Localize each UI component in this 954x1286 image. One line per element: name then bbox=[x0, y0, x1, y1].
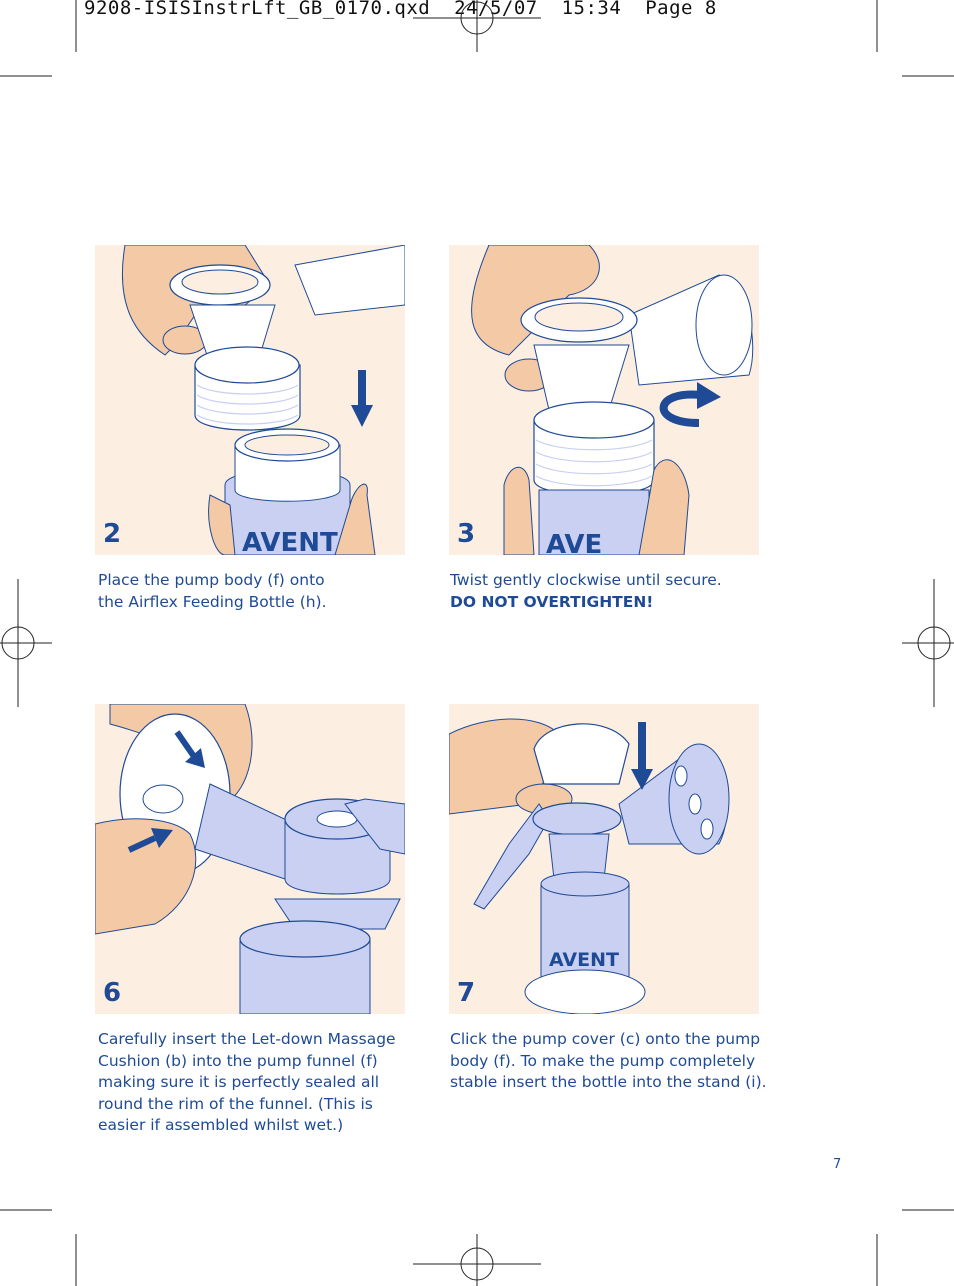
step-2-caption: Place the pump body (f) onto the Airflex… bbox=[98, 570, 418, 613]
printer-slug: 9208-ISISInstrLft_GB_0170.qxd 24/5/07 15… bbox=[84, 0, 717, 19]
warning-text: DO NOT OVERTIGHTEN! bbox=[450, 592, 654, 611]
avent-logo: AVE bbox=[546, 530, 602, 555]
caption-line: stable insert the bottle into the stand … bbox=[450, 1073, 767, 1091]
registration-mark-icon bbox=[413, 1234, 541, 1286]
step-7-caption: Click the pump cover (c) onto the pump b… bbox=[450, 1029, 770, 1094]
registration-mark-icon bbox=[902, 579, 954, 707]
step-number: 6 bbox=[103, 978, 122, 1008]
slug-file: 9208-ISISInstrLft_GB_0170.qxd bbox=[84, 0, 431, 19]
diagonal-arrow-icon bbox=[174, 730, 205, 768]
caption-line: Click the pump cover (c) onto the pump bbox=[450, 1030, 761, 1048]
caption-line: the Airflex Feeding Bottle (h). bbox=[98, 592, 327, 611]
step-7-illustration: AVENT 7 bbox=[449, 704, 759, 1014]
down-arrow-icon bbox=[351, 370, 373, 427]
step-number: 3 bbox=[457, 519, 476, 549]
registration-mark-icon bbox=[0, 579, 52, 707]
caption-line: easier if assembled whilst wet.) bbox=[98, 1116, 344, 1134]
diagonal-arrow-icon bbox=[127, 828, 173, 853]
caption-line: Cushion (b) into the pump funnel (f) bbox=[98, 1051, 378, 1070]
avent-logo: AVENT bbox=[549, 949, 619, 971]
caption-line: round the rim of the funnel. (This is bbox=[98, 1094, 373, 1113]
step-6-caption: Carefully insert the Let-down Massage Cu… bbox=[98, 1029, 418, 1137]
step-number: 7 bbox=[457, 978, 476, 1008]
caption-line: body (f). To make the pump completely bbox=[450, 1051, 756, 1070]
caption-line: Place the pump body (f) onto bbox=[98, 571, 325, 589]
step-3-illustration: AVE 3 bbox=[449, 245, 759, 555]
step-number: 2 bbox=[103, 519, 122, 549]
slug-page: Page 8 bbox=[645, 0, 717, 19]
slug-date: 24/5/07 bbox=[454, 0, 538, 19]
caption-line: Twist gently clockwise until secure. bbox=[450, 571, 722, 589]
caption-line: Carefully insert the Let-down Massage bbox=[98, 1030, 396, 1048]
avent-logo: AVENT bbox=[242, 528, 338, 555]
step-6-illustration: 6 bbox=[95, 704, 405, 1014]
page-number: 7 bbox=[833, 1157, 842, 1172]
slug-time: 15:34 bbox=[561, 0, 622, 19]
registration-mark-icon bbox=[413, 0, 541, 52]
clockwise-arrow-icon bbox=[659, 382, 721, 427]
step-3-caption: Twist gently clockwise until secure. DO … bbox=[450, 570, 770, 613]
step-2-illustration: AVENT 2 bbox=[95, 245, 405, 555]
caption-line: making sure it is perfectly sealed all bbox=[98, 1073, 380, 1091]
down-arrow-icon bbox=[631, 722, 653, 790]
